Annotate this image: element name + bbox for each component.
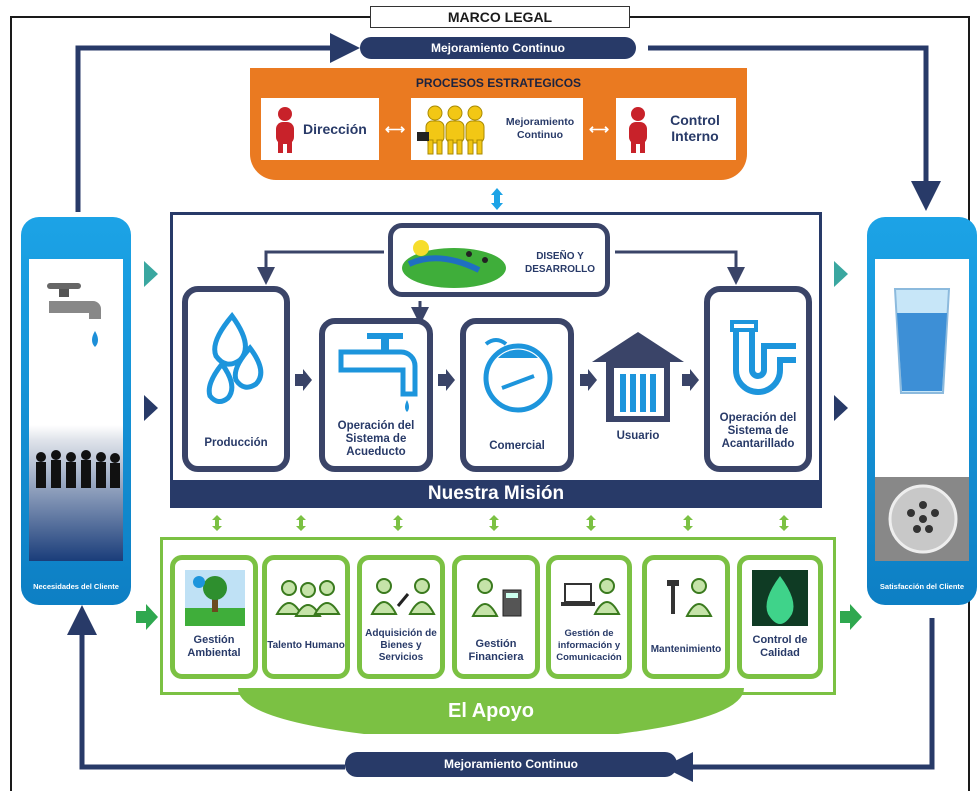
support-label: Gestión Financiera (468, 638, 524, 663)
customer-needs-label: Necesidades del Cliente (33, 582, 119, 591)
tools-icon (667, 578, 713, 617)
customer-satisfaction-label: Satisfacción del Cliente (879, 582, 965, 591)
support-card-environmental: Gestión Ambiental (170, 555, 258, 679)
process-card-sewer: Operación del Sistema de Acantarillado (704, 286, 812, 472)
person-icon (276, 107, 294, 153)
input-arrows (144, 261, 158, 421)
tap-icon (338, 333, 418, 412)
customer-satisfaction-column: Satisfacción del Cliente (867, 217, 977, 605)
support-card-quality: Control de Calidad (737, 555, 823, 679)
strategic-title: PROCESOS ESTRATEGICOS (415, 76, 582, 90)
handshake-icon (370, 578, 436, 615)
process-label: Operación del Sistema de Acantarillado (719, 412, 797, 450)
output-arrows (834, 261, 848, 421)
support-label: Control de Calidad (752, 634, 808, 659)
support-output-arrow (840, 604, 862, 630)
support-banner (238, 688, 744, 734)
mission-connectors (257, 250, 745, 325)
strategic-item-direction: Dirección (261, 98, 379, 160)
strategic-item-improvement: Mejoramiento Continuo (411, 98, 583, 160)
continuous-improvement-bottom: Mejoramiento Continuo (345, 752, 677, 777)
faucet-icon (47, 283, 101, 347)
water-drops-icon (206, 312, 264, 404)
process-label: Producción (204, 437, 268, 449)
strategic-label: Control Interno (670, 112, 720, 144)
landscape-icon (402, 240, 506, 288)
drain-icon (888, 484, 958, 554)
support-card-information: Gestión de información y Comunicación (546, 555, 632, 679)
process-label: Operación del Sistema de Acueducto (337, 420, 415, 458)
laptop-icon (561, 578, 621, 615)
people-silhouette-icon (36, 450, 120, 488)
customer-needs-column: Necesidades del Cliente (21, 217, 131, 605)
team-icon (417, 105, 485, 155)
house-icon (592, 332, 684, 422)
legal-frame-title: MARCO LEGAL (370, 6, 630, 28)
support-card-maintenance: Mantenimiento (642, 555, 730, 679)
support-connectors (212, 515, 789, 531)
support-label: Adquisición de Bienes y Servicios (365, 628, 437, 663)
support-label: Gestión Ambiental (187, 634, 241, 659)
bidirectional-arrow-icon: ⟷ (589, 121, 610, 137)
person-icon (629, 107, 647, 153)
process-card-production: Producción (182, 286, 290, 472)
strategic-label: Mejoramiento Continuo (505, 116, 575, 141)
bidirectional-arrow-icon: ⟷ (385, 121, 406, 137)
process-label-user: Usuario (616, 430, 660, 442)
mission-title: Nuestra Misión (170, 480, 822, 508)
flow-arrow-icon (682, 369, 699, 391)
support-card-financial: Gestión Financiera (452, 555, 540, 679)
process-label: Comercial (489, 440, 545, 452)
flow-arrow-icon (438, 369, 455, 391)
team-icon (275, 580, 341, 617)
calculator-icon (471, 578, 522, 617)
support-label: Gestión de información y Comunicación (556, 628, 622, 663)
support-title: El Apoyo (448, 700, 534, 722)
tree-icon (185, 570, 245, 626)
support-label: Talento Humano (267, 640, 345, 651)
support-label: Mantenimiento (650, 644, 722, 655)
support-input-arrow (136, 604, 158, 630)
drain-panel (875, 477, 969, 561)
water-glass-icon (893, 288, 951, 394)
design-development-card: DISEÑO Y DESARROLLO (388, 223, 610, 297)
flow-arrow-icon (295, 369, 312, 391)
support-card-talent: Talento Humano (262, 555, 350, 679)
support-card-acquisition: Adquisición de Bienes y Servicios (357, 555, 445, 679)
design-development-label: DISEÑO Y DESARROLLO (525, 251, 595, 275)
pipe-icon (730, 320, 796, 395)
strategic-label: Dirección (303, 121, 367, 137)
flow-arrow-icon (580, 369, 597, 391)
process-card-aqueduct: Operación del Sistema de Acueducto (319, 318, 433, 472)
meter-icon (483, 338, 553, 413)
strategic-item-internal-control: Control Interno (616, 98, 736, 160)
continuous-improvement-top: Mejoramiento Continuo (360, 37, 636, 59)
water-drop-icon (752, 570, 808, 626)
process-card-commercial: Comercial (460, 318, 574, 472)
strategic-processes: PROCESOS ESTRATEGICOS Dirección ⟷ Mejora… (250, 68, 747, 180)
